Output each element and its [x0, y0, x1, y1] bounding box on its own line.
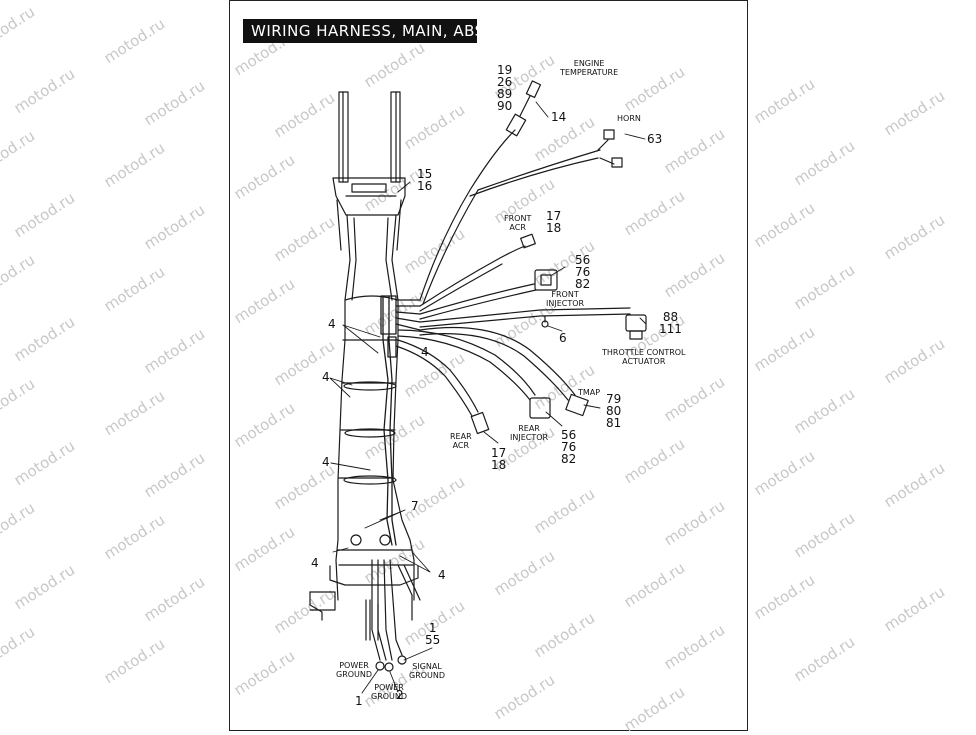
label-power-ground-center: POWER GROUND: [371, 683, 408, 701]
callout-part-7: 7: [411, 499, 419, 513]
ground-leads: [365, 559, 421, 672]
branch-rear-injector: [397, 329, 551, 419]
label-power-ground-left: POWER GROUND: [336, 661, 373, 679]
callout-front-acr-parts: 17 18: [546, 209, 562, 235]
steering-head-crossmember: [332, 177, 406, 251]
label-front-injector: FRONT INJECTOR: [546, 290, 585, 308]
label-rear-acr: REAR ACR: [450, 432, 472, 450]
callout-frame-15-16: 15 16: [417, 167, 433, 193]
callout-power-ground-1: 1: [355, 694, 363, 708]
callout-clip-4-b: 4: [421, 345, 429, 359]
callout-tmap-parts: 79 80 81: [606, 392, 622, 430]
frame-down-tubes: [338, 91, 401, 183]
branch-front-acr: [419, 233, 536, 312]
branch-rear-acr: [395, 339, 490, 435]
callout-clip-4-c: 4: [322, 370, 330, 384]
label-tmap: TMAP: [578, 388, 601, 397]
frame-rear-section: [309, 534, 419, 621]
label-horn: HORN: [617, 114, 641, 123]
label-rear-injector: REAR INJECTOR: [510, 424, 549, 442]
branch-throttle-actuator: [419, 307, 647, 340]
callout-clip-4-d: 4: [322, 455, 330, 469]
callout-signal-ground-parts: 1 55: [425, 621, 441, 647]
callout-engine-temp-parts: 19 26 89 90: [497, 63, 513, 113]
frame-backbone: [337, 214, 411, 541]
callout-front-injector-parts: 56 76 82: [575, 253, 591, 291]
label-engine-temperature: ENGINE TEMPERATURE: [560, 59, 619, 77]
main-harness-trunk: [380, 295, 421, 546]
branch-engine-temp-horn: [419, 80, 623, 305]
callout-rear-injector-parts: 56 76 82: [561, 428, 577, 466]
callout-clip-4-f: 4: [438, 568, 446, 582]
callout-clip-4-a: 4: [328, 317, 336, 331]
callout-rear-acr-parts: 17 18: [491, 446, 507, 472]
branch-tmap: [419, 326, 589, 417]
callout-throttle-parts: 88 111: [659, 310, 682, 336]
diagram-title: WIRING HARNESS, MAIN, ABS: [243, 19, 484, 43]
label-throttle-control-actuator: THROTTLE CONTROL ACTUATOR: [602, 348, 686, 366]
callout-clip-4-e: 4: [311, 556, 319, 570]
callout-horn-63: 63: [647, 132, 663, 146]
callout-engine-temp-14: 14: [551, 110, 567, 124]
label-signal-ground: SIGNAL GROUND: [409, 662, 446, 680]
diagram-sheet: [229, 0, 748, 731]
callout-power-ground-2: 2: [396, 688, 404, 702]
label-front-acr: FRONT ACR: [504, 214, 532, 232]
branch-front-injector: [419, 269, 558, 320]
callout-part-6: 6: [559, 331, 567, 345]
callout-leaders: [329, 101, 647, 694]
